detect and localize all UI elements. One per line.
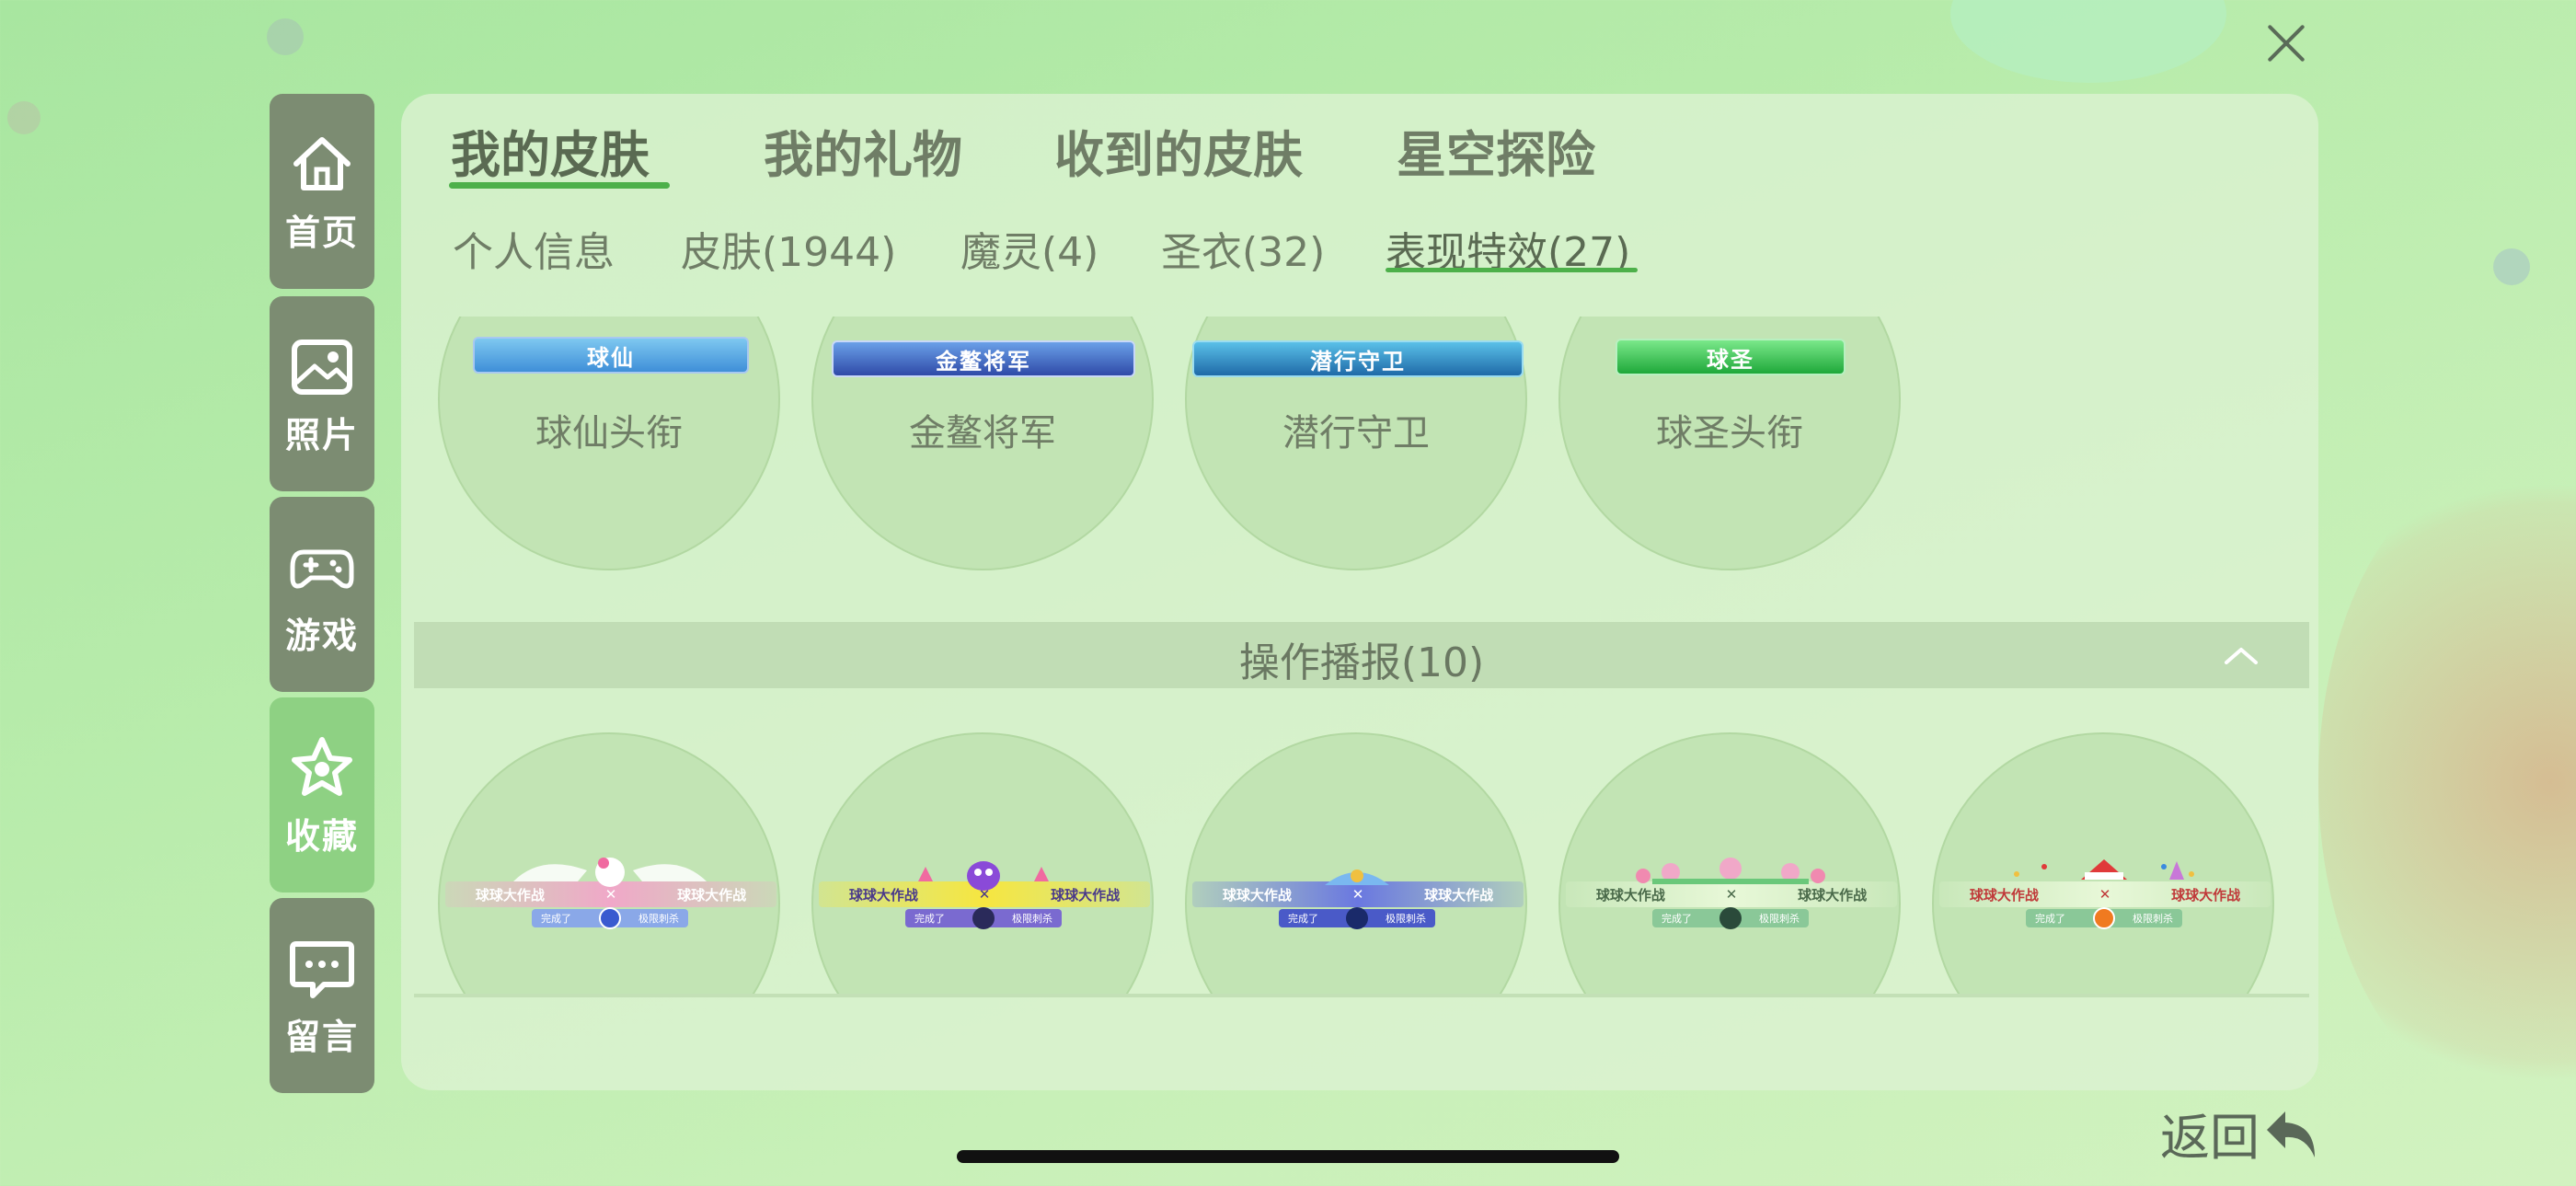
sidebar-item-messages[interactable]: 留言 bbox=[270, 898, 374, 1093]
broadcast-left-text: 球球大作战 bbox=[1595, 886, 1665, 904]
broadcast-banner: 球球大作战 ✕ 球球大作战 bbox=[1192, 881, 1524, 907]
broadcast-sub-right: 极限刺杀 bbox=[2133, 913, 2173, 925]
background-bubble bbox=[267, 18, 304, 55]
broadcast-icon bbox=[972, 907, 995, 929]
background-bubble bbox=[2493, 248, 2530, 285]
chevron-up-icon[interactable] bbox=[2223, 637, 2260, 674]
active-tab-indicator bbox=[449, 182, 670, 189]
tab-received-skins[interactable]: 收到的皮肤 bbox=[1054, 126, 1303, 184]
sidebar-item-photos[interactable]: 照片 bbox=[270, 296, 374, 491]
broadcast-item-circle[interactable]: 球球大作战 ✕ 球球大作战 完成了 极限刺杀 bbox=[811, 732, 1154, 994]
broadcast-left-text: 球球大作战 bbox=[848, 886, 918, 904]
background-bubble bbox=[7, 101, 40, 134]
broadcast-banner: 球球大作战 ✕ 球球大作战 bbox=[1939, 881, 2271, 907]
title-item-name: 金鳌将军 bbox=[909, 412, 1056, 455]
broadcast-sub-right: 极限刺杀 bbox=[1759, 913, 1800, 925]
back-arrow-icon bbox=[2267, 1111, 2315, 1157]
circus-decoration bbox=[2014, 859, 2194, 880]
photo-icon bbox=[292, 339, 352, 395]
broadcast-right-text: 球球大作战 bbox=[1798, 886, 1868, 904]
gamepad-icon bbox=[290, 549, 354, 588]
title-badge: 球圣 bbox=[1616, 339, 1846, 375]
broadcast-icon bbox=[2093, 907, 2115, 929]
subtab-spirits[interactable]: 魔灵(4) bbox=[960, 229, 1099, 276]
broadcast-sub-left: 完成了 bbox=[914, 913, 945, 925]
broadcast-vs-mark: ✕ bbox=[604, 886, 617, 903]
home-icon bbox=[293, 136, 351, 190]
title-item-name: 球圣头衔 bbox=[1656, 412, 1803, 455]
broadcast-left-text: 球球大作战 bbox=[1222, 886, 1292, 904]
broadcast-sub-left: 完成了 bbox=[541, 913, 571, 925]
back-label: 返回 bbox=[2160, 1108, 2260, 1167]
background-glow bbox=[2318, 460, 2576, 1104]
sidebar-item-label: 照片 bbox=[284, 414, 359, 455]
back-button[interactable]: 返回 bbox=[2160, 1100, 2324, 1167]
sidebar-item-home[interactable]: 首页 bbox=[270, 94, 374, 289]
sidebar-item-games[interactable]: 游戏 bbox=[270, 497, 374, 692]
title-badge: 金鳌将军 bbox=[832, 340, 1135, 377]
broadcast-right-text: 球球大作战 bbox=[2171, 886, 2241, 904]
broadcast-vs-mark: ✕ bbox=[2099, 886, 2111, 903]
broadcast-icon bbox=[599, 907, 621, 929]
subtab-armor[interactable]: 圣衣(32) bbox=[1161, 229, 1326, 276]
broadcast-banner: 球球大作战 ✕ 球球大作战 bbox=[1566, 881, 1897, 907]
section-title: 操作播报(10) bbox=[1238, 639, 1485, 686]
sidebar-item-label: 首页 bbox=[284, 212, 359, 253]
background-glow bbox=[1950, 0, 2226, 83]
broadcast-vs-mark: ✕ bbox=[1725, 886, 1738, 903]
broadcast-icon bbox=[1719, 907, 1742, 929]
tab-star-adventure[interactable]: 星空探险 bbox=[1397, 126, 1595, 184]
broadcast-item-circle[interactable]: 球球大作战 ✕ 球球大作战 完成了 极限刺杀 bbox=[1932, 732, 2274, 994]
title-item-name: 球仙头衔 bbox=[535, 412, 683, 455]
broadcast-right-text: 球球大作战 bbox=[1424, 886, 1494, 904]
broadcast-sub-left: 完成了 bbox=[1662, 913, 1692, 925]
broadcast-grid: 球球大作战 ✕ 球球大作战 完成了 极限刺杀 球球大作战 ✕ 球球大作战 bbox=[414, 688, 2309, 994]
sidebar-item-label: 留言 bbox=[284, 1016, 359, 1057]
title-badge: 潜行守卫 bbox=[1192, 340, 1524, 377]
message-icon bbox=[290, 940, 354, 998]
broadcast-sub-left: 完成了 bbox=[1288, 913, 1318, 925]
subtab-profile[interactable]: 个人信息 bbox=[453, 229, 615, 276]
broadcast-sub-right: 极限刺杀 bbox=[1386, 913, 1426, 925]
close-icon[interactable] bbox=[2263, 20, 2309, 66]
sidebar-item-label: 收藏 bbox=[284, 815, 359, 857]
crest-decoration bbox=[1325, 869, 1389, 885]
broadcast-left-text: 球球大作战 bbox=[1969, 886, 2039, 904]
star-icon bbox=[292, 736, 352, 796]
broadcast-sub-left: 完成了 bbox=[2035, 913, 2065, 925]
section-header[interactable]: 操作播报(10) bbox=[414, 622, 2309, 688]
active-subtab-indicator bbox=[1386, 268, 1638, 272]
broadcast-right-text: 球球大作战 bbox=[1051, 886, 1121, 904]
broadcast-sub-right: 极限刺杀 bbox=[638, 913, 679, 925]
monster-decoration bbox=[918, 861, 1049, 891]
title-badge: 球仙 bbox=[473, 337, 749, 374]
sidebar-item-label: 游戏 bbox=[284, 615, 359, 656]
subtab-skins[interactable]: 皮肤(1944) bbox=[681, 229, 897, 276]
broadcast-banner: 球球大作战 ✕ 球球大作战 bbox=[819, 881, 1150, 907]
broadcast-right-text: 球球大作战 bbox=[677, 886, 747, 904]
broadcast-left-text: 球球大作战 bbox=[475, 886, 545, 904]
broadcast-vs-mark: ✕ bbox=[1351, 886, 1364, 903]
flower-decoration bbox=[1636, 858, 1825, 884]
wings-decoration bbox=[513, 858, 707, 887]
broadcast-sub-right: 极限刺杀 bbox=[1012, 913, 1052, 925]
broadcast-item-circle[interactable]: 球球大作战 ✕ 球球大作战 完成了 极限刺杀 bbox=[1185, 732, 1527, 994]
broadcast-banner: 球球大作战 ✕ 球球大作战 bbox=[445, 881, 776, 907]
home-indicator bbox=[957, 1150, 1619, 1163]
broadcast-item-circle[interactable]: 球球大作战 ✕ 球球大作战 完成了 极限刺杀 bbox=[1558, 732, 1901, 994]
tab-my-gifts[interactable]: 我的礼物 bbox=[764, 126, 962, 184]
title-item-name: 潜行守卫 bbox=[1282, 412, 1430, 455]
sidebar-item-favorites[interactable]: 收藏 bbox=[270, 697, 374, 892]
tab-my-skins[interactable]: 我的皮肤 bbox=[451, 126, 650, 184]
broadcast-icon bbox=[1346, 907, 1368, 929]
content-panel: 我的皮肤 我的礼物 收到的皮肤 星空探险 个人信息 皮肤(1944) 魔灵(4)… bbox=[401, 94, 2318, 1090]
titles-grid: 球仙 金鳌将军 潜行守卫 球圣 球仙头衔 金鳌将军 潜行守卫 球圣头衔 bbox=[414, 317, 2309, 629]
divider bbox=[414, 994, 2309, 997]
broadcast-item-circle[interactable]: 球球大作战 ✕ 球球大作战 完成了 极限刺杀 bbox=[438, 732, 780, 994]
